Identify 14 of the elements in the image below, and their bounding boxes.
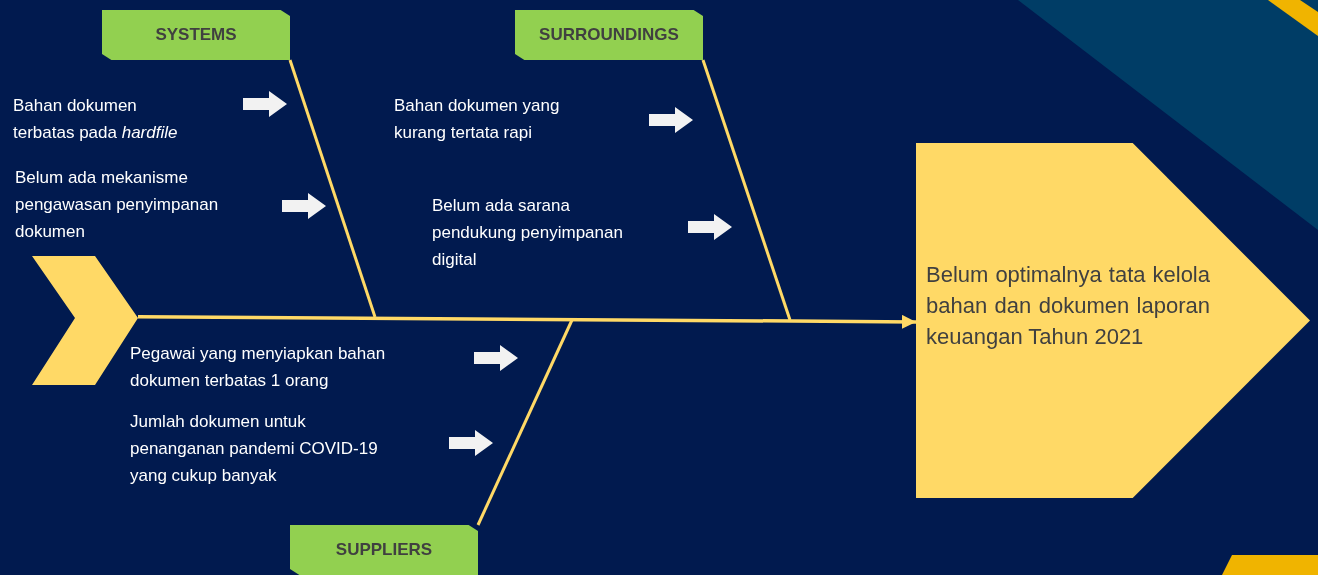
cause-text: Belum ada sarana pendukung penyimpanan digital [432, 192, 688, 274]
category-label: SURROUNDINGS [515, 10, 703, 60]
category-label: SUPPLIERS [290, 525, 478, 575]
cause-text: Bahan dokumen yang kurang tertata rapi [394, 92, 649, 148]
cause-text: Jumlah dokumen untuk penanganan pandemi COVID-19 yang cukup banyak [130, 408, 449, 490]
spine-arrow [138, 314, 916, 329]
cause-text: Pegawai yang menyiapkan bahan dokumen terbatas 1 orang [130, 340, 474, 396]
bone-line [701, 59, 792, 321]
bone-line [288, 59, 377, 318]
effect-text: Belum optimalnya tata kelola bahan dan dokumen laporan keuangan Tahun 2021 [926, 261, 1210, 351]
cause-text: Belum ada mekanisme pengawasan penyimpanan dokumen [15, 164, 282, 246]
bone-line [476, 319, 574, 526]
category-label: SYSTEMS [102, 10, 290, 60]
cause-text: Bahan dokumen terbatas pada hardfile [13, 92, 243, 148]
